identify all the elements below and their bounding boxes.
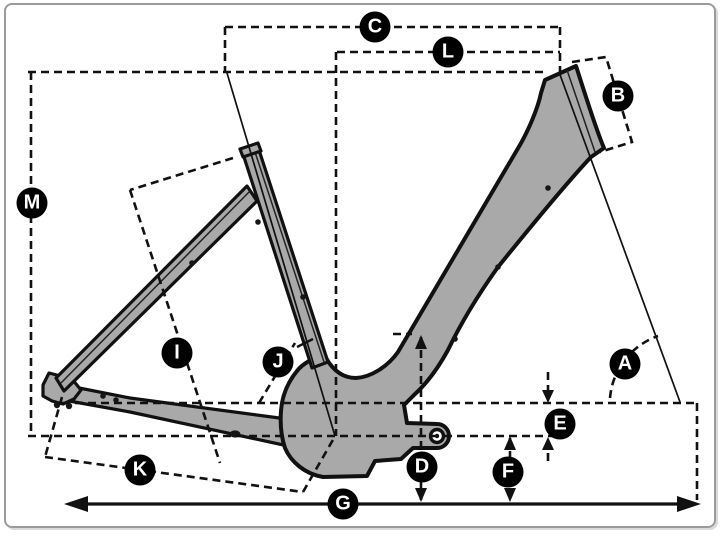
dimension-marker-G: G [327, 488, 359, 520]
dropout-bolt-1 [53, 401, 61, 409]
bolt-chainstay-2 [113, 397, 119, 403]
bolt-seattube-2 [300, 294, 306, 300]
dimension-marker-A: A [609, 348, 641, 380]
arrow-D-down [415, 488, 427, 502]
chainstay-tube [56, 383, 304, 451]
dimension-marker-M: M [16, 187, 48, 219]
dimension-marker-I: I [161, 337, 193, 369]
seat-tube-inner-line [254, 151, 325, 363]
bolt-seatstay [189, 260, 195, 266]
seatstay-tube [54, 184, 259, 393]
seat-tube-axis-line [226, 72, 336, 437]
bolt-downtube-1 [545, 185, 551, 191]
dim-K-rear-extension [43, 396, 64, 458]
arrow-D-up [415, 335, 427, 349]
head-tube-inner-line [566, 69, 596, 153]
steering-axis-line [558, 71, 681, 403]
dim-I-seat-tube-length-line [128, 189, 222, 464]
dropout-bolt-2 [65, 402, 73, 410]
bolt-seattube-1 [255, 219, 261, 225]
dimension-marker-L: L [432, 36, 464, 68]
arrow-F-up [504, 436, 516, 450]
bolt-downtube-2 [495, 264, 501, 270]
arrowheads [415, 335, 554, 502]
dim-K-bb-extension [301, 437, 336, 493]
arrow-G-left [64, 496, 88, 512]
seatstay-inner-line [60, 190, 251, 384]
dimension-lines [28, 25, 699, 500]
bolt-downtube-3 [452, 336, 458, 342]
dimension-marker-E: E [544, 408, 576, 440]
dim-I-top-connector [129, 156, 234, 192]
dimension-marker-K: K [124, 454, 156, 486]
dimension-marker-D: D [406, 451, 438, 483]
dimension-marker-B: B [602, 80, 634, 112]
dimension-marker-C: C [359, 11, 391, 43]
arrow-E-down [542, 390, 554, 403]
frame-silhouette [41, 64, 606, 479]
arrow-G-right [677, 496, 701, 512]
arrow-F-down [504, 488, 516, 502]
dim-J-seat-tube-tick [296, 337, 314, 349]
dimension-marker-J: J [262, 346, 294, 378]
ground-wheelbase-line [64, 496, 701, 512]
dimension-marker-F: F [492, 456, 524, 488]
dim-K-chainstay-line [44, 455, 304, 494]
bolt-chainstay-1 [100, 393, 106, 399]
arrow-E-up [542, 437, 554, 450]
